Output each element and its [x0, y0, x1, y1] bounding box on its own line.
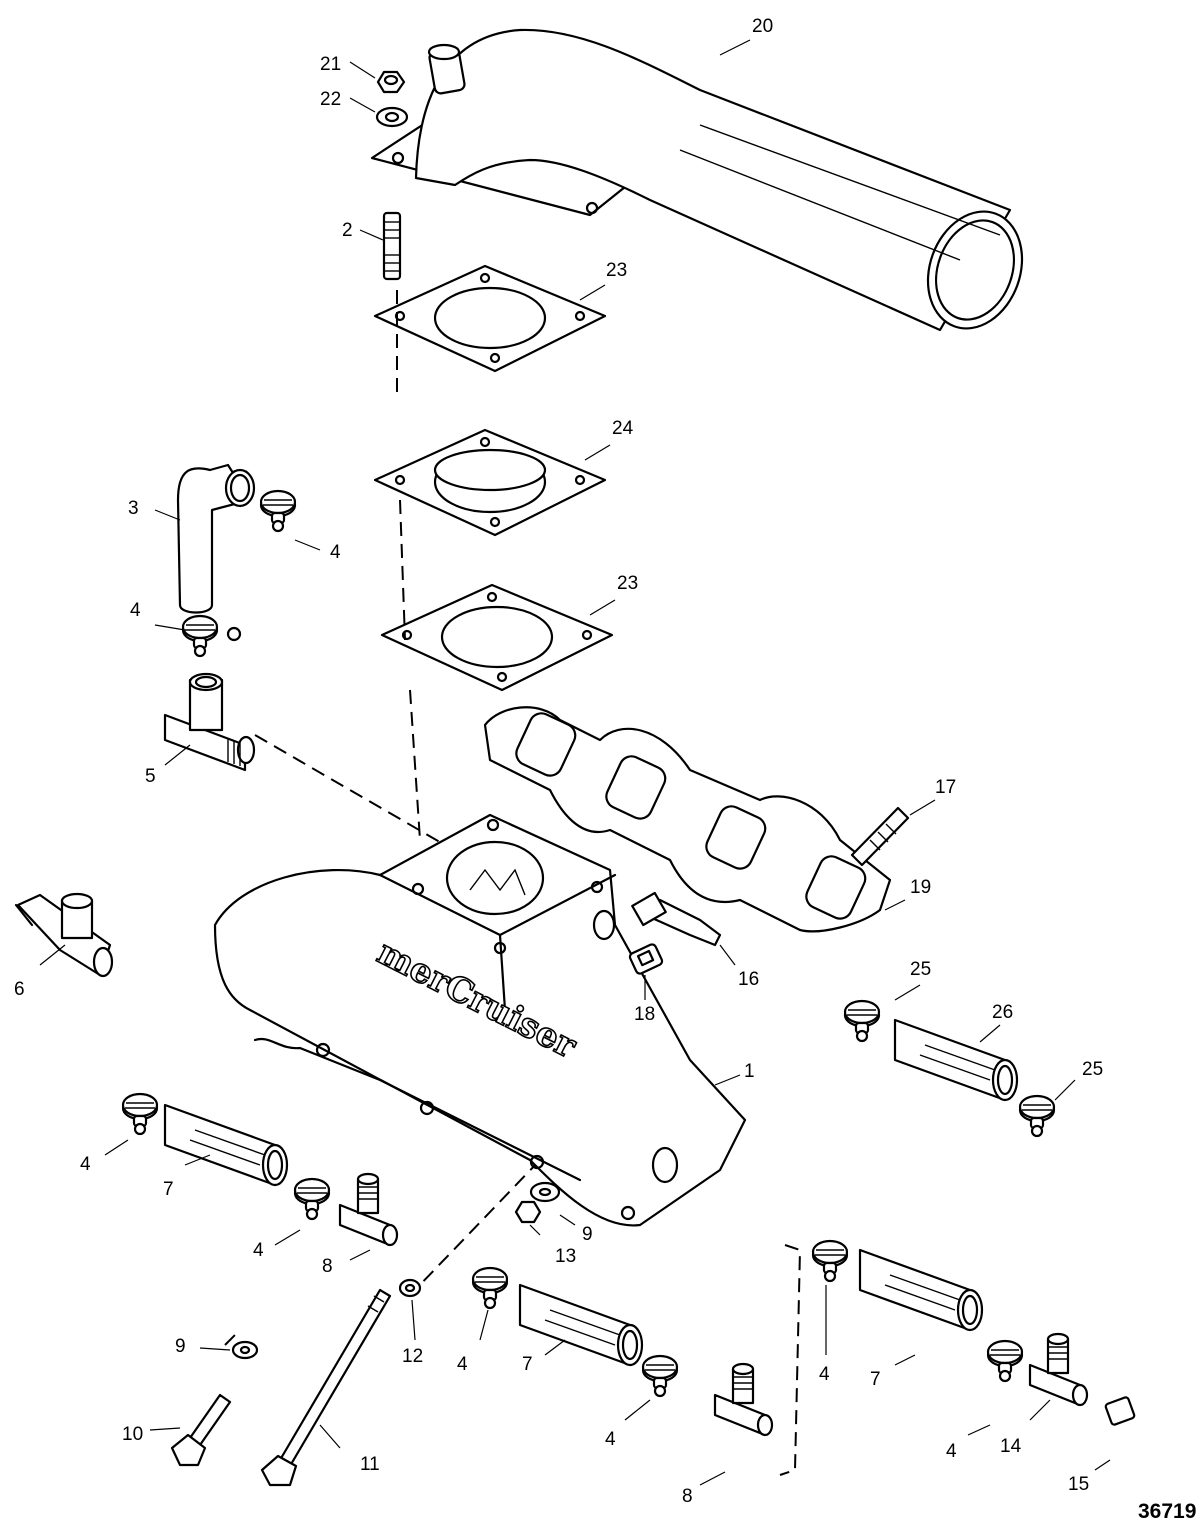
- hose-clamp-4-left-mid: [293, 1177, 331, 1221]
- callout-4b: 4: [130, 600, 141, 621]
- hose-26: [893, 1018, 1019, 1102]
- callout-10: 10: [122, 1424, 143, 1445]
- exhaust-elbow-20: [370, 28, 1024, 332]
- exhaust-gasket-19: [483, 706, 892, 933]
- alignment-line-fitting: [254, 734, 446, 846]
- callout-19: 19: [910, 877, 931, 898]
- tee-fitting-8-bottom: [713, 1362, 774, 1437]
- gasket-23-upper: [373, 264, 607, 373]
- hose-7-bottom-mid: [518, 1283, 644, 1367]
- pipe-plug-18: [628, 943, 664, 975]
- callout-1: 1: [744, 1061, 755, 1082]
- callout-2: 2: [342, 220, 353, 241]
- callout-23a: 23: [606, 260, 627, 281]
- hose-clamp-4-bottom-mid-right: [641, 1354, 679, 1398]
- callout-7a: 7: [163, 1179, 174, 1200]
- alignment-bracket: [779, 1244, 802, 1476]
- exhaust-manifold-1: merCruiser: [213, 813, 747, 1227]
- washer-9-upper: [529, 1181, 561, 1203]
- callout-7b: 7: [522, 1354, 533, 1375]
- stud-2: [382, 211, 402, 281]
- alignment-line-vertical: [396, 290, 421, 841]
- hose-7-bottom-right: [858, 1248, 984, 1332]
- callout-8b: 8: [682, 1486, 693, 1507]
- gasket-23-lower: [380, 583, 614, 692]
- leader-lines: [39, 39, 1111, 1486]
- callout-13: 13: [555, 1246, 576, 1267]
- tee-fitting-5: [163, 672, 256, 772]
- callout-18: 18: [634, 1004, 655, 1025]
- hose-7-left: [163, 1103, 289, 1187]
- callout-9a: 9: [582, 1224, 593, 1245]
- hose-clamp-4-bottom-mid-left: [471, 1266, 509, 1310]
- callout-4a: 4: [330, 542, 341, 563]
- callout-9b: 9: [175, 1336, 186, 1357]
- nut-13: [514, 1200, 542, 1224]
- tee-fitting-8-left: [338, 1172, 399, 1247]
- callout-22: 22: [320, 89, 341, 110]
- callout-4h: 4: [946, 1441, 957, 1462]
- bolt-10: [170, 1393, 232, 1467]
- callout-4d: 4: [253, 1240, 264, 1261]
- stud-17: [850, 806, 910, 867]
- callout-14: 14: [1000, 1436, 1022, 1457]
- callout-15: 15: [1068, 1474, 1089, 1495]
- callout-6: 6: [14, 979, 25, 1000]
- callout-21: 21: [320, 54, 341, 75]
- hose-clamp-4-lower: [181, 614, 242, 658]
- callout-12: 12: [402, 1346, 423, 1367]
- pipe-plug-15: [1104, 1396, 1136, 1426]
- alignment-line-bolt: [414, 1159, 541, 1291]
- washer-22: [375, 106, 409, 128]
- reference-number: 36719: [1138, 1500, 1196, 1523]
- callout-labels: 1 2 3 4 4 5 6 4 7 4 8 9 13 12 9 10 11 4 …: [14, 16, 1103, 1507]
- callout-4f: 4: [605, 1429, 616, 1450]
- hose-clamp-25-upper: [843, 999, 881, 1043]
- callout-17: 17: [935, 777, 956, 798]
- hose-clamp-4-bottom-right-right: [986, 1339, 1024, 1383]
- hose-clamp-25-lower: [1018, 1094, 1056, 1138]
- callout-16: 16: [738, 969, 759, 990]
- elbow-fitting-6: [14, 892, 114, 978]
- hose-clamp-4-upper: [259, 489, 297, 533]
- callout-23b: 23: [617, 573, 638, 594]
- callout-11: 11: [360, 1454, 380, 1475]
- callout-4e: 4: [457, 1354, 468, 1375]
- callout-4c: 4: [80, 1154, 91, 1175]
- callout-8a: 8: [322, 1256, 333, 1277]
- callout-20: 20: [752, 16, 773, 37]
- washer-12: [398, 1278, 422, 1298]
- elbow-hose-3: [176, 463, 256, 614]
- callout-7c: 7: [870, 1369, 881, 1390]
- washer-9-lower: [231, 1340, 259, 1360]
- nut-21: [376, 70, 406, 94]
- tee-fitting-14: [1028, 1332, 1089, 1407]
- callout-4g: 4: [819, 1364, 830, 1385]
- hose-clamp-4-left-top: [121, 1092, 159, 1136]
- callout-25b: 25: [1082, 1059, 1103, 1080]
- gasket-24: [373, 428, 607, 537]
- hose-clamp-4-bottom-right-left: [811, 1239, 849, 1283]
- callout-25a: 25: [910, 959, 931, 980]
- callout-24: 24: [612, 418, 634, 439]
- alignment-line-washer: [224, 1329, 241, 1346]
- bolt-11: [260, 1288, 392, 1487]
- callout-5: 5: [145, 766, 156, 787]
- callout-26: 26: [992, 1002, 1013, 1023]
- hose-fitting-16: [631, 891, 722, 947]
- callout-3: 3: [128, 498, 139, 519]
